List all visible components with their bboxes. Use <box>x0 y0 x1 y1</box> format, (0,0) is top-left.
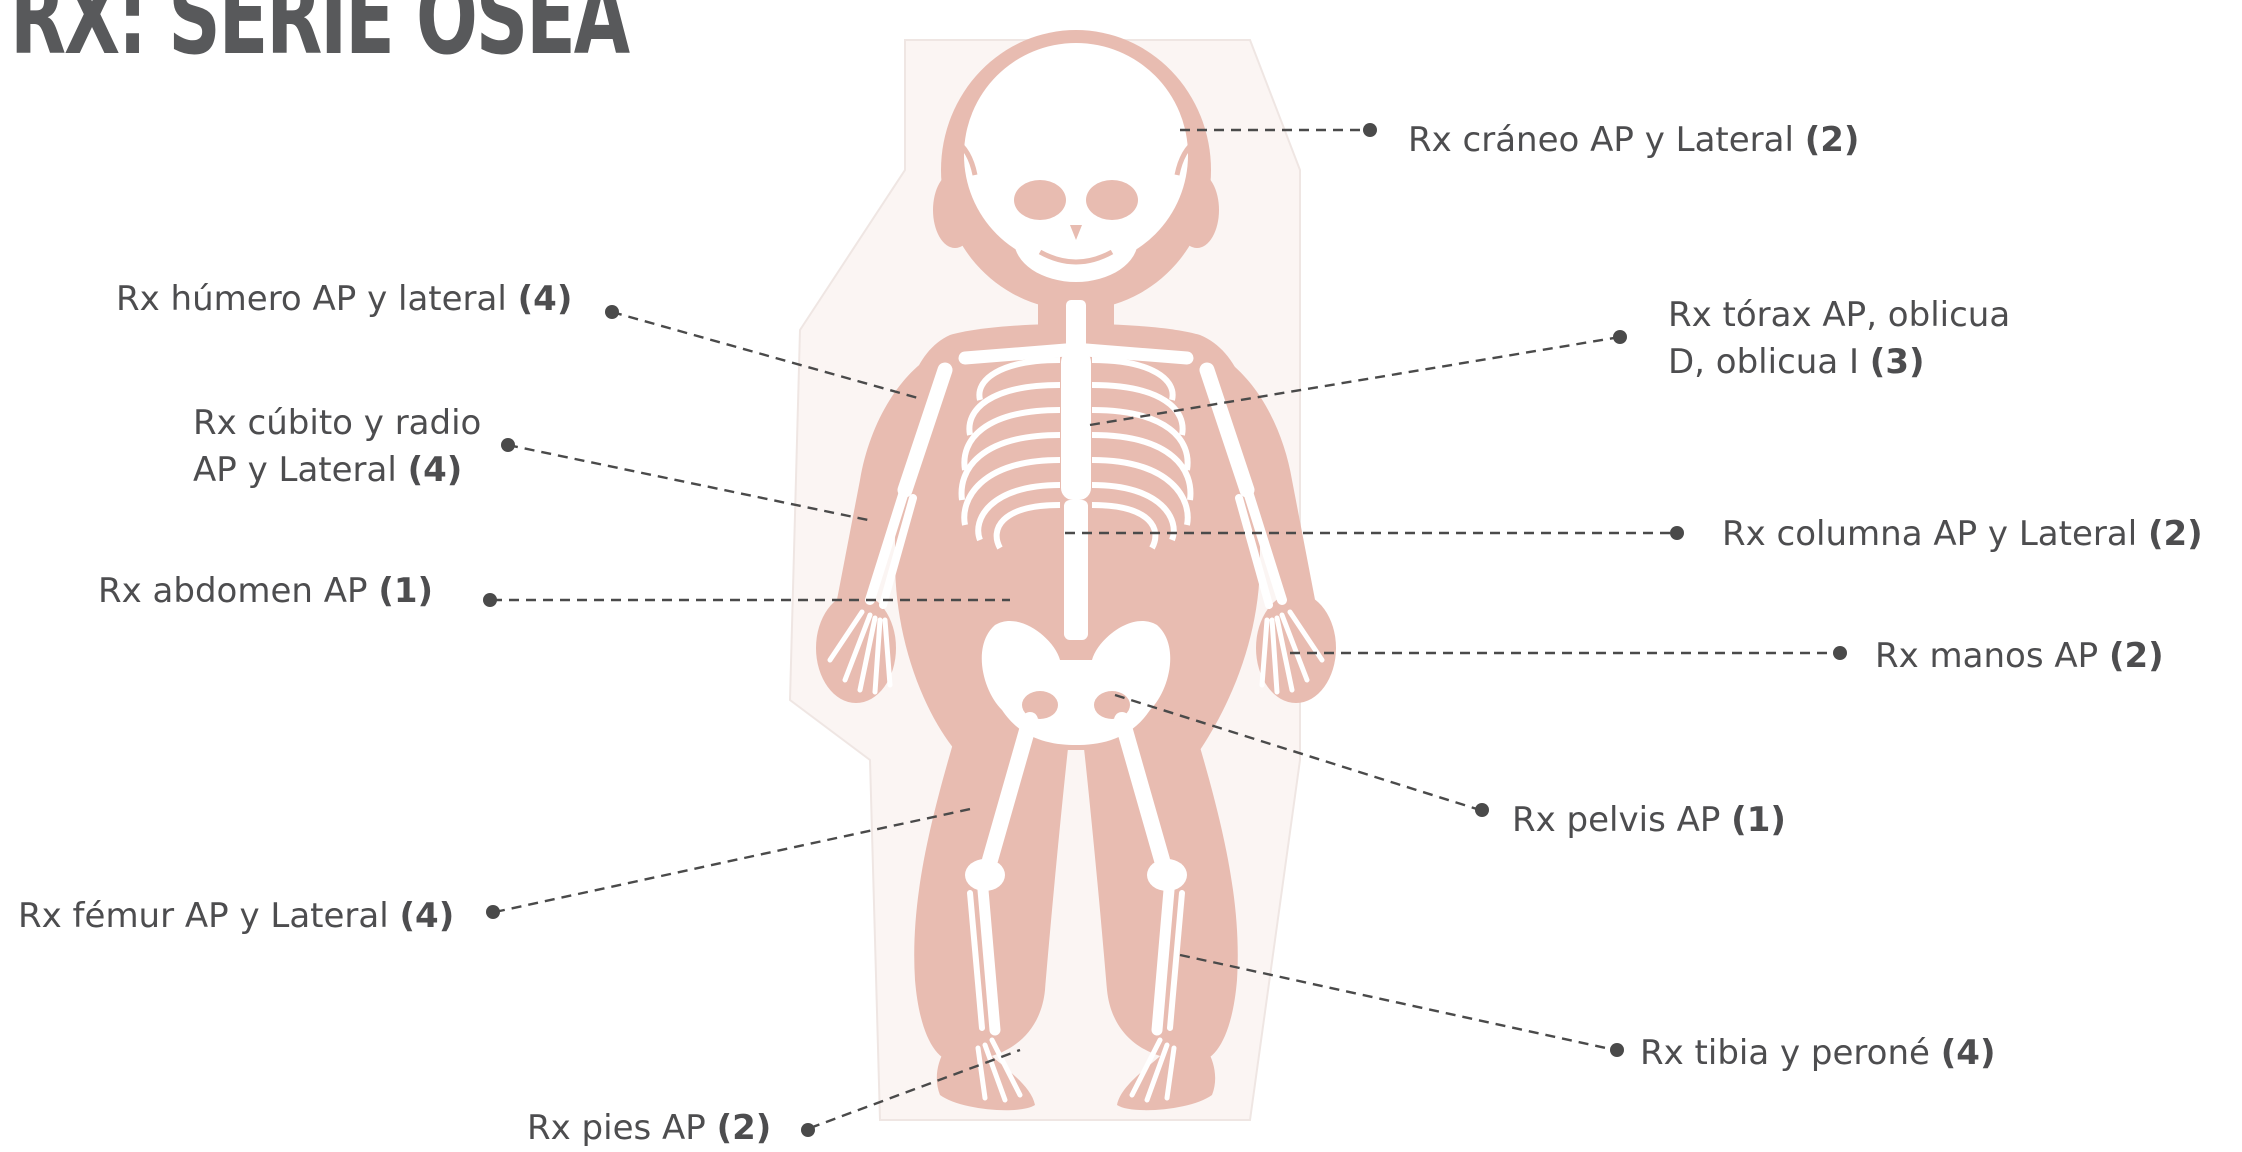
label-columna: Rx columna AP y Lateral (2) <box>1722 511 2203 558</box>
label-femur: Rx fémur AP y Lateral (4) <box>18 893 454 940</box>
label-pelvis: Rx pelvis AP (1) <box>1512 797 1786 844</box>
leader-manos <box>1290 646 1847 660</box>
label-abdomen: Rx abdomen AP (1) <box>98 568 433 615</box>
eye-socket-left <box>1014 180 1066 220</box>
label-pies: Rx pies AP (2) <box>527 1105 771 1152</box>
label-tibia: Rx tibia y peroné (4) <box>1640 1030 1996 1077</box>
label-cubito: Rx cúbito y radio AP y Lateral (4) <box>193 400 481 494</box>
label-manos: Rx manos AP (2) <box>1875 633 2164 680</box>
label-humero: Rx húmero AP y lateral (4) <box>116 276 572 323</box>
eye-socket-right <box>1086 180 1138 220</box>
clavicle-left <box>965 350 1066 358</box>
lumbar-spine <box>1064 500 1088 640</box>
label-torax: Rx tórax AP, oblicua D, oblicua I (3) <box>1668 292 2010 386</box>
label-craneo: Rx cráneo AP y Lateral (2) <box>1408 117 1859 164</box>
clavicle-right <box>1086 350 1187 358</box>
sternum <box>1061 350 1091 500</box>
